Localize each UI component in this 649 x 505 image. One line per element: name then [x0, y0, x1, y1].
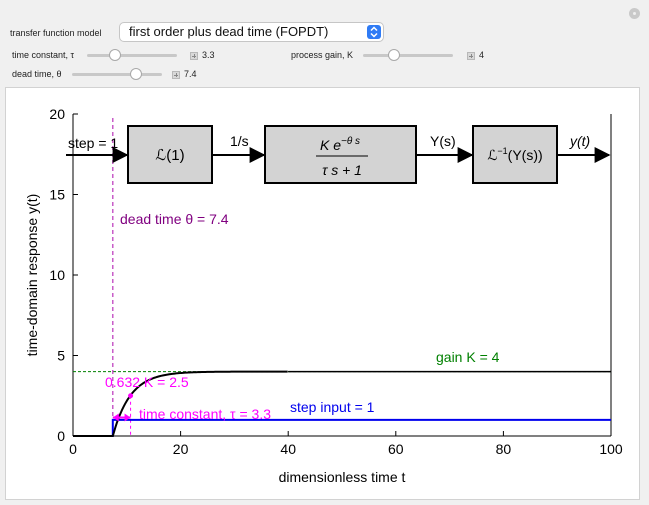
options-gear-icon[interactable]	[629, 8, 640, 19]
yt-label: y(t)	[569, 133, 590, 149]
y-tick-label: 0	[57, 428, 65, 444]
inverse-laplace-label: ℒ−1(Y(s))	[487, 146, 542, 163]
Ys-label: Y(s)	[430, 133, 456, 149]
tau-right-arrowhead	[124, 413, 131, 422]
laplace-block	[127, 125, 213, 184]
tau-slider-thumb[interactable]	[109, 49, 121, 61]
x-tick-label: 0	[69, 441, 77, 457]
tau-left-arrowhead	[112, 413, 119, 422]
y-axis-label: time-domain response y(t)	[24, 194, 40, 357]
x-tick-label: 80	[496, 441, 512, 457]
K-plus-icon[interactable]	[467, 52, 475, 60]
K-label: process gain, K	[291, 50, 354, 60]
theta-label: dead time, θ	[12, 69, 62, 79]
tau-plus-icon[interactable]	[190, 52, 198, 60]
theta-slider-thumb[interactable]	[130, 68, 142, 80]
x-tick-label: 100	[599, 441, 623, 457]
x-axis-label: dimensionless time t	[279, 469, 406, 485]
gain-label: gain K = 4	[436, 349, 500, 365]
one-over-s-label: 1/s	[230, 133, 249, 149]
dead-time-label: dead time θ = 7.4	[120, 211, 229, 227]
x-tick-label: 60	[388, 441, 404, 457]
K-slider[interactable]	[363, 54, 453, 57]
y-tick-label: 5	[57, 348, 65, 364]
tau-value: 3.3	[202, 50, 215, 60]
theta-value: 7.4	[184, 69, 197, 79]
x-tick-label: 40	[280, 441, 296, 457]
model-dropdown[interactable]: first order plus dead time (FOPDT)	[119, 22, 384, 42]
x-tick-label: 20	[173, 441, 189, 457]
response-series	[73, 370, 288, 437]
pct-point	[128, 393, 134, 399]
pct-label: 0.632 K = 2.5	[105, 374, 189, 390]
theta-slider[interactable]	[72, 73, 162, 76]
model-dropdown-value: first order plus dead time (FOPDT)	[129, 24, 329, 39]
inverse-laplace-block	[472, 125, 558, 184]
step-input-series	[73, 418, 611, 437]
K-value: 4	[479, 50, 485, 60]
step-label: step = 1	[68, 135, 118, 151]
dropdown-arrows-icon	[367, 25, 381, 39]
tf-numerator: K e−θ s	[320, 136, 360, 153]
step-input-label: step input = 1	[290, 399, 375, 415]
model-label: transfer function model	[10, 28, 102, 38]
y-tick-label: 10	[49, 267, 65, 283]
tau-slider[interactable]	[87, 54, 177, 57]
y-tick-label: 15	[49, 187, 65, 203]
transfer-function-block	[264, 125, 417, 184]
theta-plus-icon[interactable]	[172, 71, 180, 79]
block-diagram: step = 1 ℒ(1) 1/s K e−θ s τ s + 1 Y(s) ℒ…	[66, 125, 611, 184]
K-slider-thumb[interactable]	[388, 49, 400, 61]
tau-label: time constant, τ	[12, 50, 75, 60]
laplace-block-label: ℒ(1)	[155, 147, 184, 164]
y-tick-label: 20	[49, 106, 65, 122]
tf-denominator: τ s + 1	[322, 162, 362, 178]
time-constant-label: time constant, τ = 3.3	[139, 406, 271, 422]
